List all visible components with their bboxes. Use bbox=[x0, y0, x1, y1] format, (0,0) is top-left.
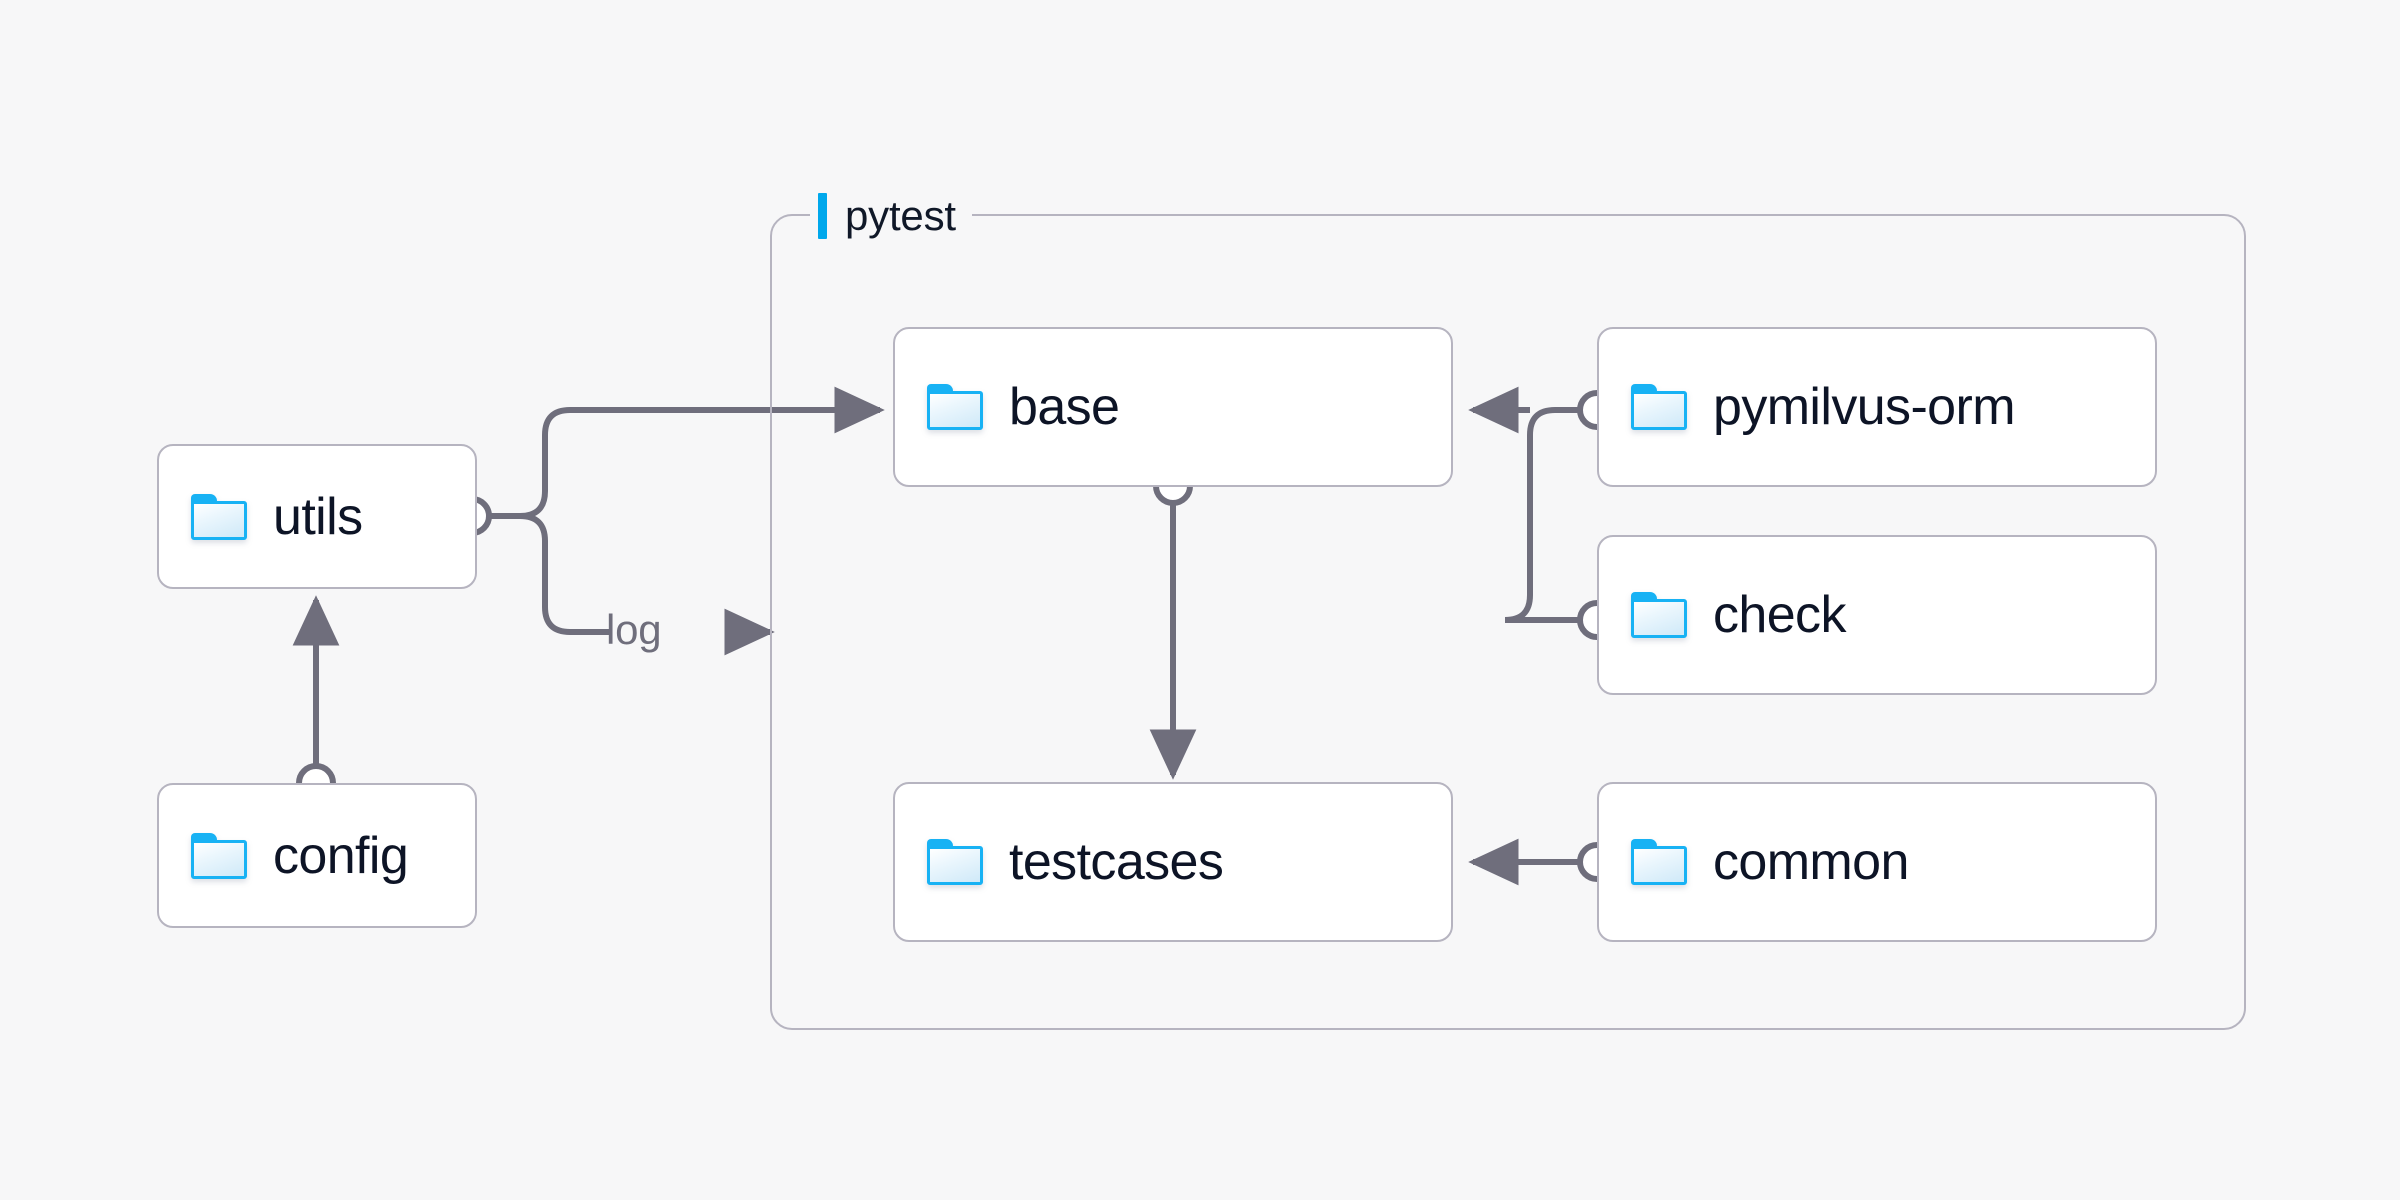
folder-icon bbox=[1631, 384, 1687, 430]
edge-config-to-utils bbox=[292, 595, 340, 803]
folder-icon bbox=[1631, 839, 1687, 885]
group-pytest bbox=[770, 214, 2246, 1030]
folder-icon bbox=[191, 493, 247, 540]
node-common-label: common bbox=[1713, 833, 1909, 891]
node-base[interactable]: base bbox=[893, 327, 1453, 487]
node-testcases[interactable]: testcases bbox=[893, 782, 1453, 942]
node-utils-label: utils bbox=[273, 487, 363, 546]
group-pytest-label: pytest bbox=[810, 188, 972, 244]
node-base-label: base bbox=[1009, 378, 1120, 436]
node-check[interactable]: check bbox=[1597, 535, 2157, 695]
node-common[interactable]: common bbox=[1597, 782, 2157, 942]
node-config[interactable]: config bbox=[157, 783, 477, 928]
group-label-text: pytest bbox=[845, 192, 956, 239]
edge-label-log: log bbox=[606, 606, 662, 653]
folder-icon bbox=[927, 384, 983, 430]
node-pymilvus-orm[interactable]: pymilvus-orm bbox=[1597, 327, 2157, 487]
node-utils[interactable]: utils bbox=[157, 444, 477, 589]
node-config-label: config bbox=[273, 826, 409, 885]
node-check-label: check bbox=[1713, 586, 1846, 644]
node-testcases-label: testcases bbox=[1009, 833, 1224, 891]
folder-icon bbox=[191, 832, 247, 879]
group-accent-bar bbox=[818, 193, 827, 239]
folder-icon bbox=[1631, 592, 1687, 638]
node-pymilvus-orm-label: pymilvus-orm bbox=[1713, 378, 2016, 436]
folder-icon bbox=[927, 839, 983, 885]
